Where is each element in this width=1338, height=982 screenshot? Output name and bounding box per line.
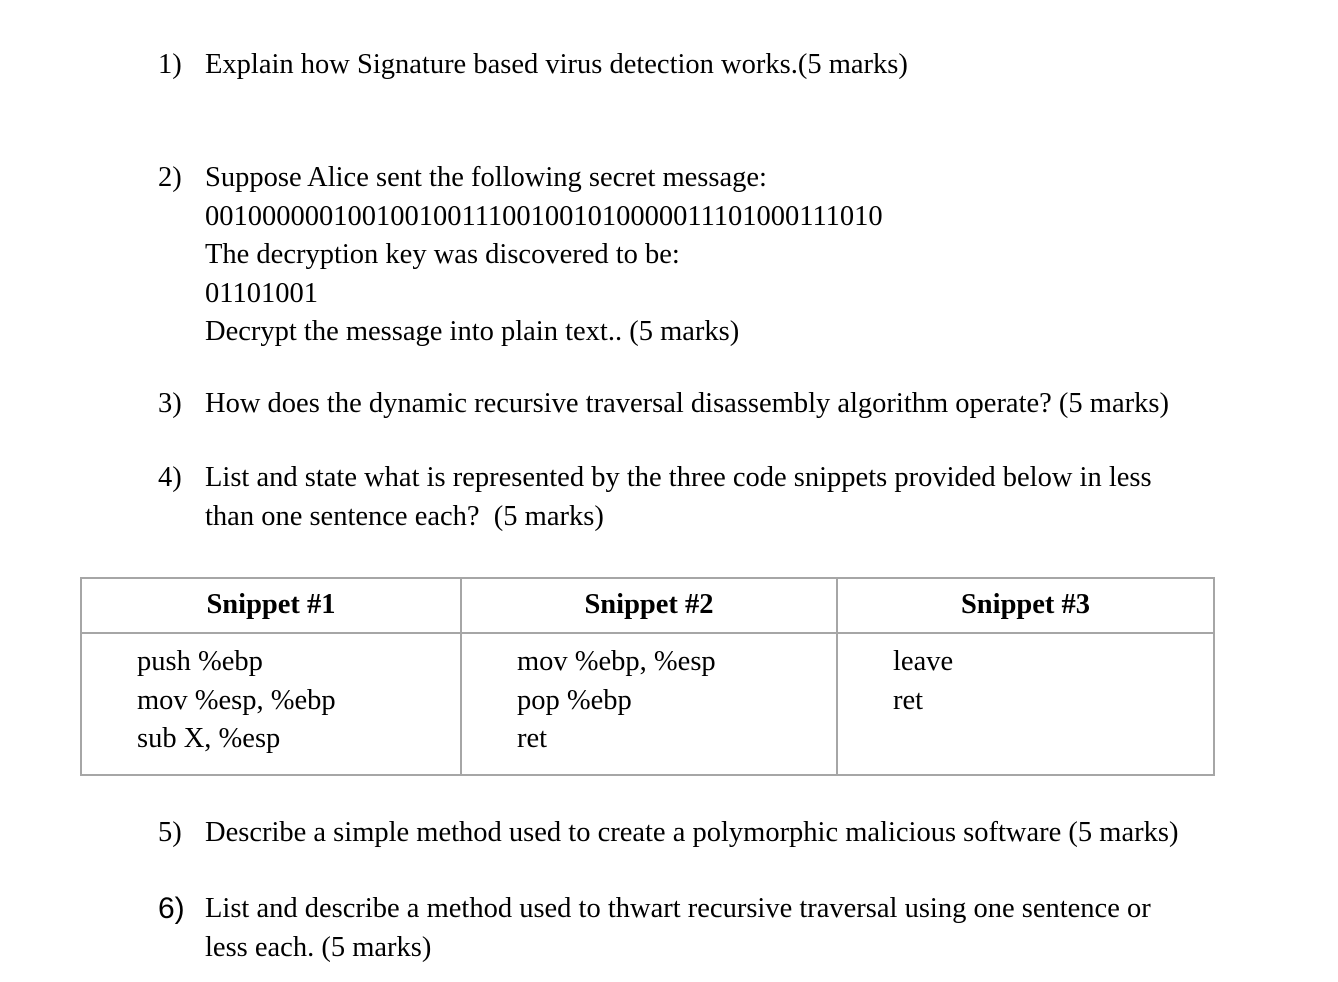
code-line: sub X, %esp — [137, 723, 281, 754]
question-2-number: 2) — [158, 162, 182, 193]
question-2-body: Suppose Alice sent the following secret … — [205, 159, 883, 352]
question-6-text-line-1: List and describe a method used to thwar… — [205, 893, 1151, 924]
question-2-text: Suppose Alice sent the following secret … — [205, 162, 767, 193]
code-line: leave — [893, 646, 954, 677]
code-line: push %ebp — [137, 646, 263, 677]
question-5: 5) Describe a simple method used to crea… — [158, 814, 1178, 853]
question-3-body: How does the dynamic recursive traversal… — [205, 385, 1169, 424]
question-4: 4) List and state what is represented by… — [158, 459, 1152, 536]
code-line: ret — [517, 723, 548, 754]
question-4-text-line-2: than one sentence each? (5 marks) — [205, 500, 604, 532]
question-6-text-line-2: less each. (5 marks) — [205, 931, 432, 963]
question-4-body: List and state what is represented by th… — [205, 459, 1152, 536]
snippet-1-code-cell: push %ebp mov %esp, %ebp sub X, %esp — [80, 632, 462, 776]
decrypt-instruction: Decrypt the message into plain text.. (5… — [205, 316, 740, 347]
question-4-number: 4) — [158, 462, 182, 493]
snippet-table-body-row: push %ebp mov %esp, %ebp sub X, %esp mov… — [80, 632, 1215, 776]
snippet-1-header: Snippet #1 — [80, 577, 462, 634]
code-line: mov %esp, %ebp — [137, 684, 336, 716]
code-line: mov %ebp, %esp — [517, 646, 716, 677]
snippet-3-code-cell: leave ret — [836, 632, 1215, 776]
question-4-text-line-1: List and state what is represented by th… — [205, 462, 1152, 493]
question-1-text: Explain how Signature based virus detect… — [205, 49, 908, 80]
question-6-number: 6) — [158, 892, 185, 925]
code-line: pop %ebp — [517, 684, 632, 716]
decryption-key-binary: 01101001 — [205, 277, 318, 309]
question-5-number: 5) — [158, 817, 182, 848]
question-5-text: Describe a simple method used to create … — [205, 817, 1179, 848]
secret-message-binary: 0010000001001001001110010010100000111010… — [205, 200, 883, 232]
code-line: ret — [893, 684, 924, 716]
question-1: 1) Explain how Signature based virus det… — [158, 46, 908, 85]
decryption-key-label: The decryption key was discovered to be: — [205, 239, 680, 270]
snippet-2-code-cell: mov %ebp, %esp pop %ebp ret — [460, 632, 838, 776]
question-1-number: 1) — [158, 49, 182, 80]
question-3: 3) How does the dynamic recursive traver… — [158, 385, 1169, 424]
snippet-table-header-row: Snippet #1 Snippet #2 Snippet #3 — [80, 577, 1215, 634]
question-5-body: Describe a simple method used to create … — [205, 814, 1178, 853]
question-6: 6) List and describe a method used to th… — [158, 890, 1151, 967]
question-6-body: List and describe a method used to thwar… — [205, 890, 1151, 967]
question-3-number: 3) — [158, 388, 182, 419]
snippet-table: Snippet #1 Snippet #2 Snippet #3 push %e… — [80, 577, 1215, 776]
snippet-3-header: Snippet #3 — [836, 577, 1215, 634]
question-2: 2) Suppose Alice sent the following secr… — [158, 159, 883, 352]
question-3-text: How does the dynamic recursive traversal… — [205, 388, 1169, 419]
snippet-2-header: Snippet #2 — [460, 577, 838, 634]
question-1-body: Explain how Signature based virus detect… — [205, 46, 908, 85]
